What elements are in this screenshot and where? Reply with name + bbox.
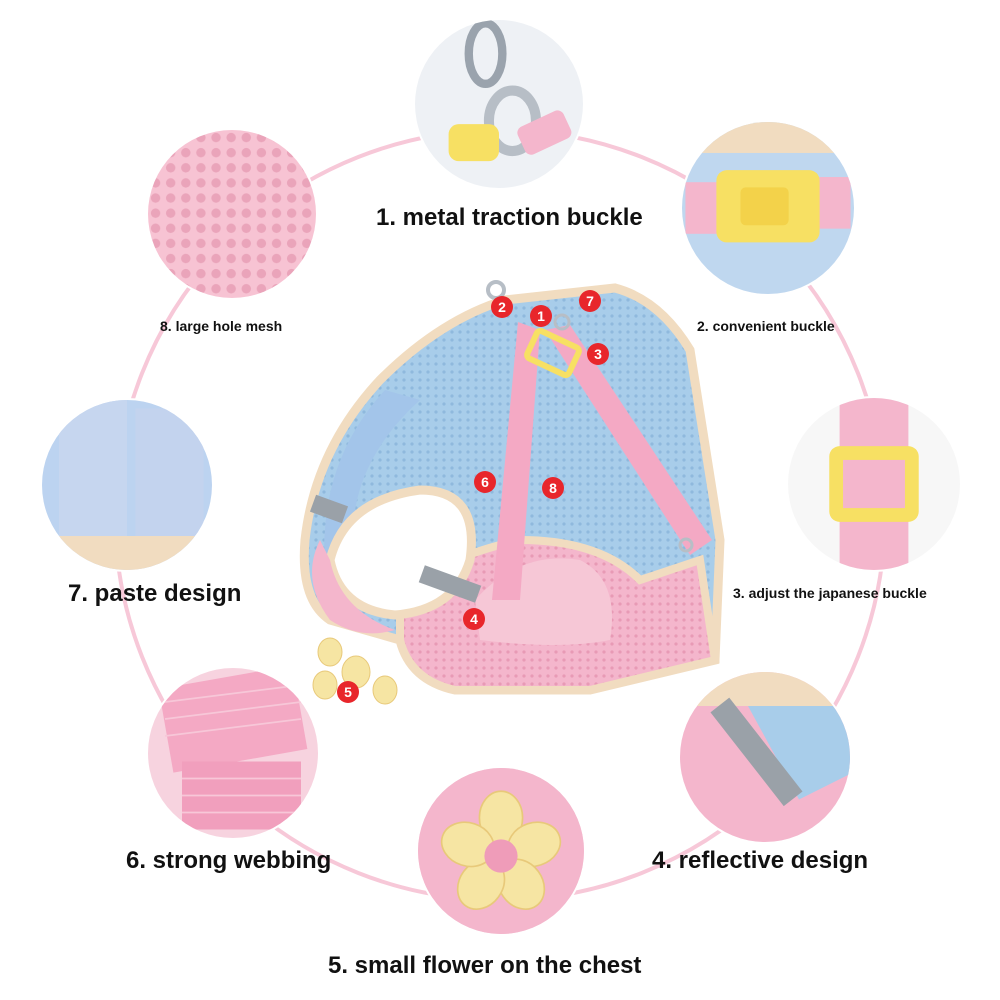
square-buckle-photo [788,398,960,570]
feature-label-2: 2. convenient buckle [697,318,835,334]
metal-buckle-photo [415,20,583,188]
marker-8: 8 [542,477,564,499]
feature-label-8: 8. large hole mesh [160,318,283,334]
webbing-photo [148,668,318,838]
marker-1: 1 [530,305,552,327]
marker-2: 2 [491,296,513,318]
marker-6: 6 [474,471,496,493]
feature-label-3: 3. adjust the japanese buckle [733,585,927,601]
velcro-photo [42,400,212,570]
marker-5: 5 [337,681,359,703]
marker-3: 3 [587,343,609,365]
reflective-strip-photo [680,672,850,842]
feature-label-5: 5. small flower on the chest [328,952,642,979]
feature-label-7: 7. paste design [68,580,242,607]
marker-7: 7 [579,290,601,312]
marker-4: 4 [463,608,485,630]
feature-label-4: 4. reflective design [652,847,869,874]
flower-photo [418,768,584,934]
mesh-photo [148,130,316,298]
feature-label-1: 1. metal traction buckle [376,204,643,231]
feature-label-6: 6. strong webbing [126,847,332,874]
